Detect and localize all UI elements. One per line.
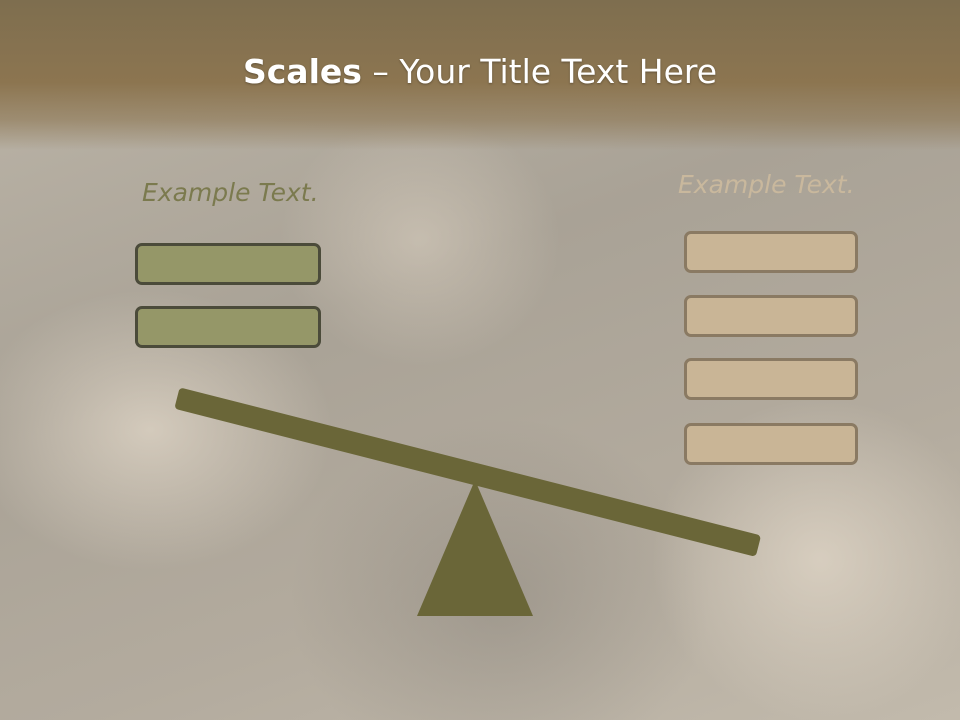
- scale-fulcrum: [417, 480, 533, 616]
- title-rest-part: – Your Title Text Here: [361, 52, 718, 91]
- title-bold-part: Scales: [242, 52, 362, 91]
- slide-title: Scales – Your Title Text Here: [0, 52, 960, 91]
- right-box-1[interactable]: [684, 231, 858, 273]
- right-example-text: Example Text.: [678, 170, 855, 199]
- right-box-4[interactable]: [684, 423, 858, 465]
- left-box-2[interactable]: [135, 306, 321, 348]
- right-box-3[interactable]: [684, 358, 858, 400]
- left-box-1[interactable]: [135, 243, 321, 285]
- header-band: [0, 0, 960, 150]
- left-example-text: Example Text.: [142, 178, 319, 207]
- right-box-2[interactable]: [684, 295, 858, 337]
